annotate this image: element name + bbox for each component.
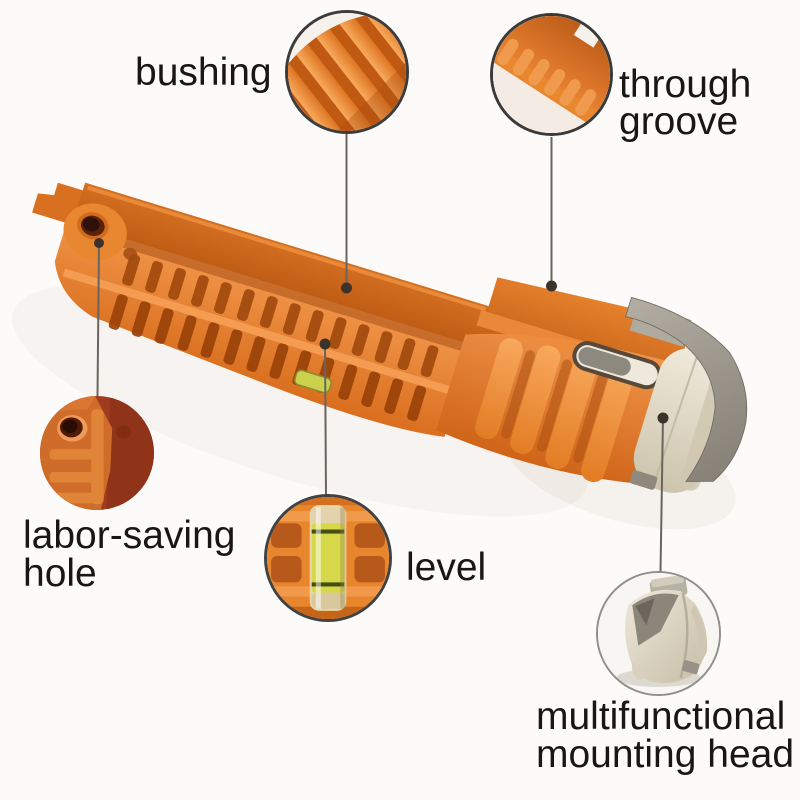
wrench-rib-windows-bottom: [108, 294, 427, 422]
leader-lines: [96, 134, 664, 573]
wrench-slot: [572, 341, 662, 390]
bushing-label: bushing: [135, 53, 272, 93]
leader-line-level: [324, 342, 327, 497]
labor-saving-hole-zoom-photo: [40, 396, 154, 510]
level-label: level: [406, 548, 486, 588]
callout-dot-level: [319, 338, 331, 350]
labor-saving-hole-label-line1: labor-saving: [23, 514, 236, 557]
through-groove-zoom-photo: [493, 16, 610, 133]
through-groove-label-line2: groove: [619, 100, 739, 143]
wrench-level-vial: [294, 369, 332, 394]
bushing-callout-circle: [285, 10, 409, 134]
wrench-cone-ribs: [475, 338, 635, 483]
callout-dots: [94, 238, 669, 424]
mounting-head-callout-circle: [596, 571, 721, 696]
bushing-label-text: bushing: [135, 51, 272, 94]
level-zoom-photo: [267, 497, 389, 619]
level-callout-circle: [264, 494, 392, 622]
callout-dot-mounting-head: [657, 412, 669, 424]
labor-saving-hole-label-line2: hole: [23, 552, 97, 595]
mounting-head-label: multifunctional mounting head: [536, 695, 795, 776]
mounting-head-zoom-photo: [598, 573, 719, 694]
callout-dot-bushing: [341, 282, 352, 294]
wrench-mid-rail: [62, 268, 456, 396]
labor-saving-hole-label: labor-saving hole: [23, 514, 236, 595]
callout-dot-through-groove: [546, 280, 557, 292]
callout-dot-labor-saving-hole: [94, 238, 104, 248]
level-label-text: level: [406, 546, 487, 589]
wrench: [32, 182, 748, 493]
through-groove-label: through groove: [619, 63, 752, 143]
bushing-zoom-photo: [288, 13, 406, 131]
mounting-head-label-line1: multifunctional: [536, 695, 786, 738]
leader-line-labor-saving-hole: [96, 241, 100, 398]
leader-line-mounting-head: [659, 416, 664, 573]
level-vial: [309, 505, 347, 611]
wrench-metal-jaw: [625, 296, 748, 482]
mounting-head-label-line2: mounting head: [536, 733, 795, 776]
labor-saving-hole-callout-circle: [40, 396, 154, 510]
wrench-rib-windows-top: [122, 254, 439, 378]
through-groove-label-line1: through: [619, 63, 752, 106]
through-groove-callout-circle: [490, 13, 613, 136]
